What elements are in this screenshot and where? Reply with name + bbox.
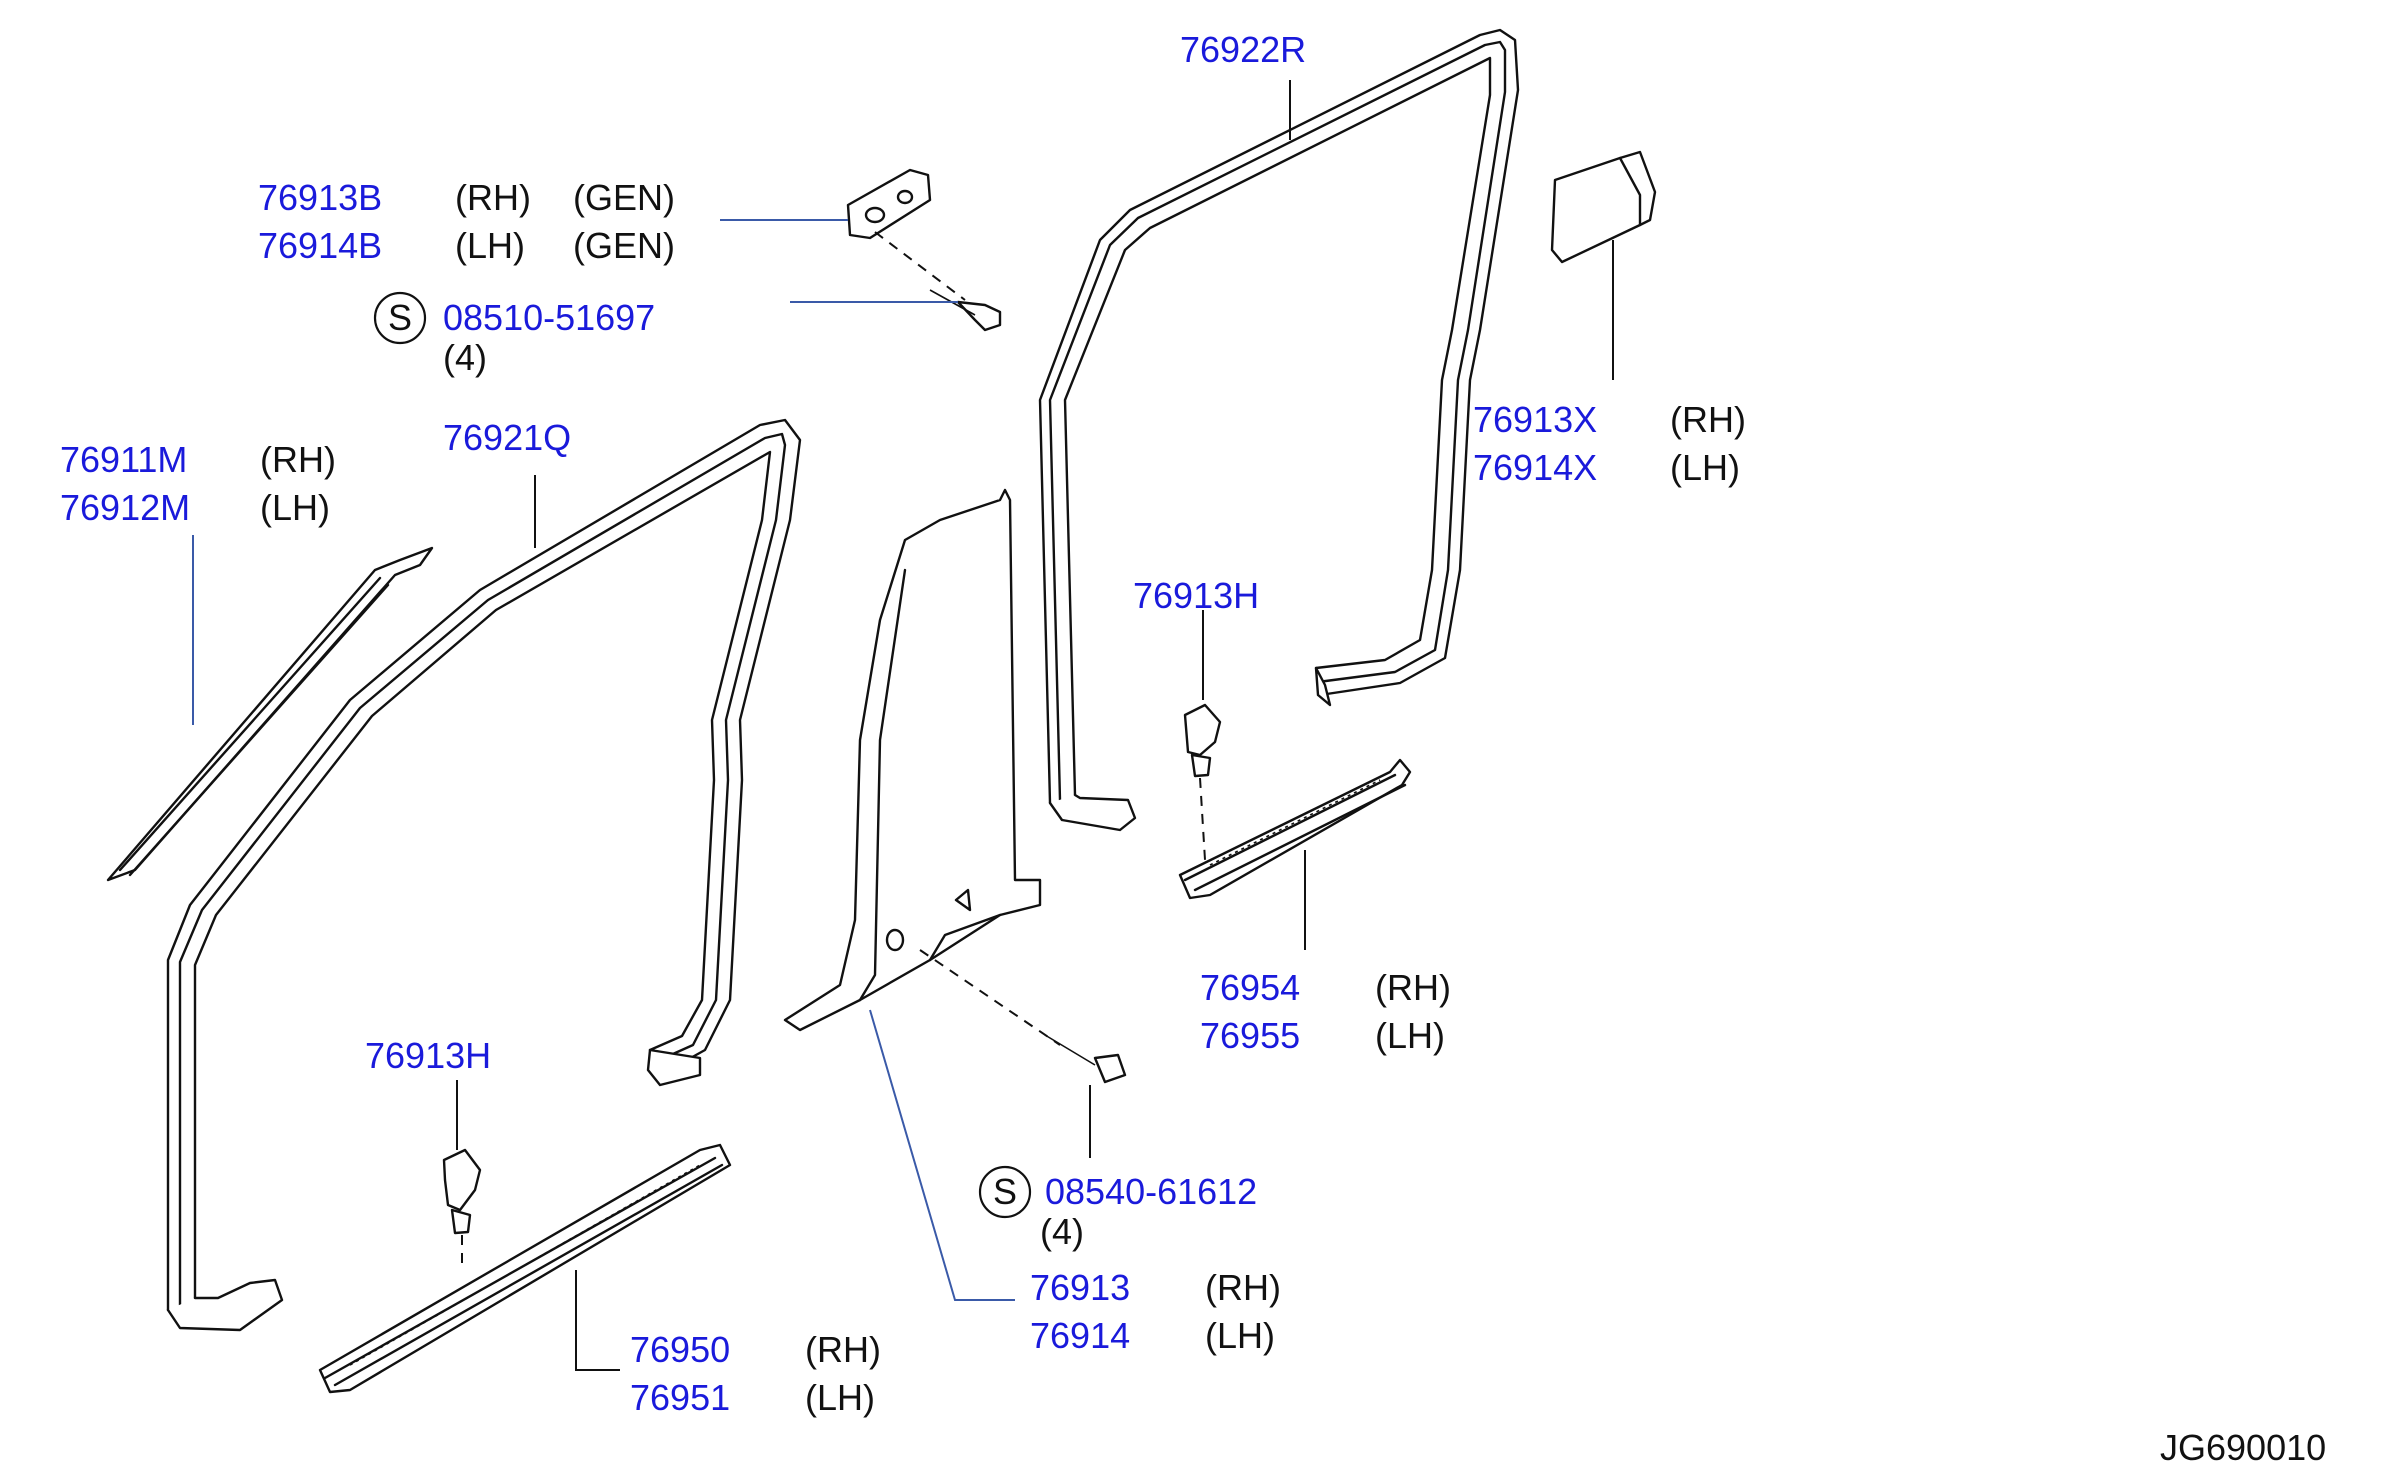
front-pillar-garnish xyxy=(106,546,434,882)
s-symbol-2-text: S xyxy=(993,1171,1017,1212)
label-76954[interactable]: 76954 xyxy=(1200,967,1300,1008)
label-76913[interactable]: 76913 xyxy=(1030,1267,1130,1308)
label-76912M-lh: (LH) xyxy=(260,487,330,528)
front-door-weatherstrip xyxy=(166,418,802,1332)
label-76914X-lh: (LH) xyxy=(1670,447,1740,488)
label-08510-qty: (4) xyxy=(443,337,487,378)
label-76913-rh: (RH) xyxy=(1205,1267,1281,1308)
label-08540-61612[interactable]: 08540-61612 xyxy=(1045,1171,1257,1212)
rear-door-weatherstrip xyxy=(1038,28,1520,832)
diagram-code: JG690010 xyxy=(2160,1427,2326,1468)
clip-rear xyxy=(1183,703,1222,861)
upper-bracket xyxy=(846,168,932,240)
label-76914B[interactable]: 76914B xyxy=(258,225,382,266)
label-76913B[interactable]: 76913B xyxy=(258,177,382,218)
label-76911M[interactable]: 76911M xyxy=(60,439,187,480)
label-08510-51697[interactable]: 08510-51697 xyxy=(443,297,655,338)
label-76955-lh: (LH) xyxy=(1375,1015,1445,1056)
label-76912M[interactable]: 76912M xyxy=(60,487,190,528)
label-76914B-gen: (GEN) xyxy=(573,225,675,266)
label-76951-lh: (LH) xyxy=(805,1377,875,1418)
center-pillar-garnish xyxy=(783,488,1042,1301)
label-76951[interactable]: 76951 xyxy=(630,1377,730,1418)
label-76913B-rh: (RH) xyxy=(455,177,531,218)
label-76913B-gen: (GEN) xyxy=(573,177,675,218)
label-76914X[interactable]: 76914X xyxy=(1473,447,1597,488)
label-76911M-rh: (RH) xyxy=(260,439,336,480)
label-76914[interactable]: 76914 xyxy=(1030,1315,1130,1356)
leader-lines xyxy=(192,80,1614,1371)
rear-pillar-finisher xyxy=(1550,150,1657,264)
label-76921Q[interactable]: 76921Q xyxy=(443,417,571,458)
label-76922R[interactable]: 76922R xyxy=(1180,29,1306,70)
label-76914-lh: (LH) xyxy=(1205,1315,1275,1356)
label-76955[interactable]: 76955 xyxy=(1200,1015,1300,1056)
label-76913H-front[interactable]: 76913H xyxy=(365,1035,491,1076)
label-76914B-lh: (LH) xyxy=(455,225,525,266)
label-76950[interactable]: 76950 xyxy=(630,1329,730,1370)
label-08540-qty: (4) xyxy=(1040,1211,1084,1252)
s-symbol-2 xyxy=(978,1165,1032,1219)
clip-front xyxy=(442,1148,482,1270)
label-76913X-rh: (RH) xyxy=(1670,399,1746,440)
label-76913X[interactable]: 76913X xyxy=(1473,399,1597,440)
label-76954-rh: (RH) xyxy=(1375,967,1451,1008)
screw-upper xyxy=(874,231,1002,332)
s-symbol-1 xyxy=(373,291,427,345)
label-76913H-rear[interactable]: 76913H xyxy=(1133,575,1259,616)
front-kicking-plate xyxy=(318,1143,732,1394)
rear-kicking-plate xyxy=(1178,758,1412,900)
label-76950-rh: (RH) xyxy=(805,1329,881,1370)
screw-lower xyxy=(919,949,1127,1084)
s-symbol-1-text: S xyxy=(388,297,412,338)
